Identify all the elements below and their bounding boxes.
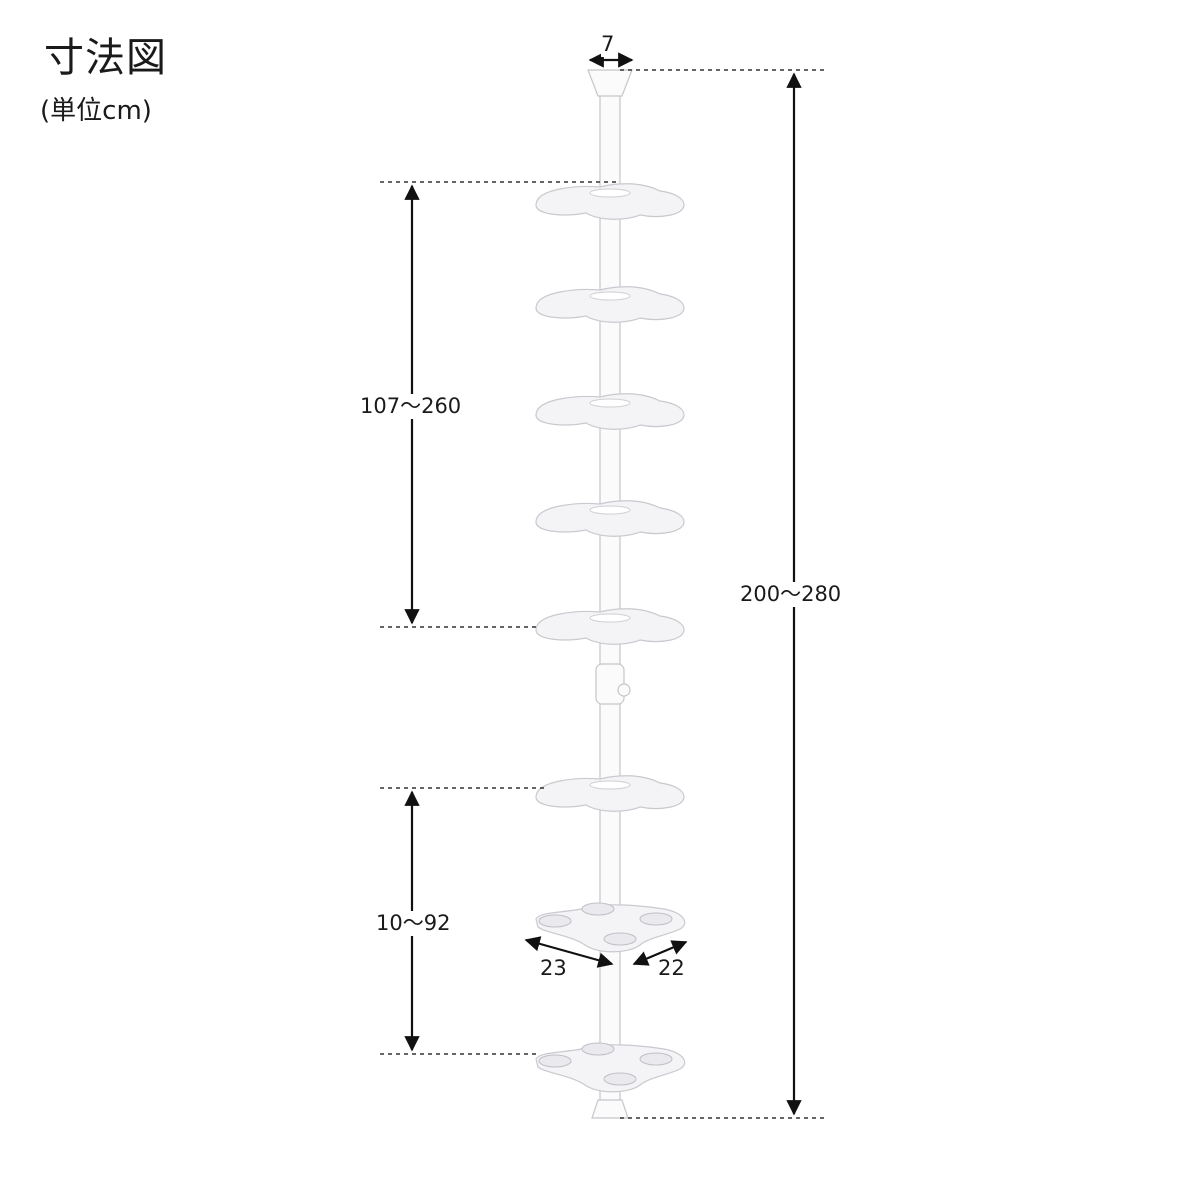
shelf — [535, 393, 685, 430]
tray — [535, 1042, 686, 1093]
top-cap — [587, 69, 633, 97]
shelf — [535, 608, 685, 645]
label-lower-span: 10～92 — [376, 911, 451, 936]
tray — [535, 902, 686, 953]
shelf — [535, 775, 685, 812]
page-title: 寸法図 — [44, 35, 167, 81]
label-upper-span: 107～260 — [360, 394, 462, 419]
shelf — [535, 183, 685, 220]
label-tray-depth: 22 — [658, 956, 685, 981]
pole-joint-knob — [617, 683, 631, 697]
label-pole-diameter: 7 — [601, 32, 615, 57]
bottom-foot — [591, 1099, 629, 1119]
shelf — [535, 286, 685, 323]
label-tray-width: 23 — [540, 956, 567, 981]
dim-arrow-tray-depth — [632, 940, 688, 966]
upper-shelves — [535, 183, 685, 812]
lower-trays — [535, 902, 686, 1093]
shelf — [535, 500, 685, 537]
dim-arrow-tray-width — [524, 936, 614, 968]
unit-note: (単位cm) — [40, 96, 152, 126]
tension-pole — [599, 89, 621, 1111]
label-total-height: 200～280 — [740, 582, 842, 607]
pole-joint — [595, 663, 625, 705]
